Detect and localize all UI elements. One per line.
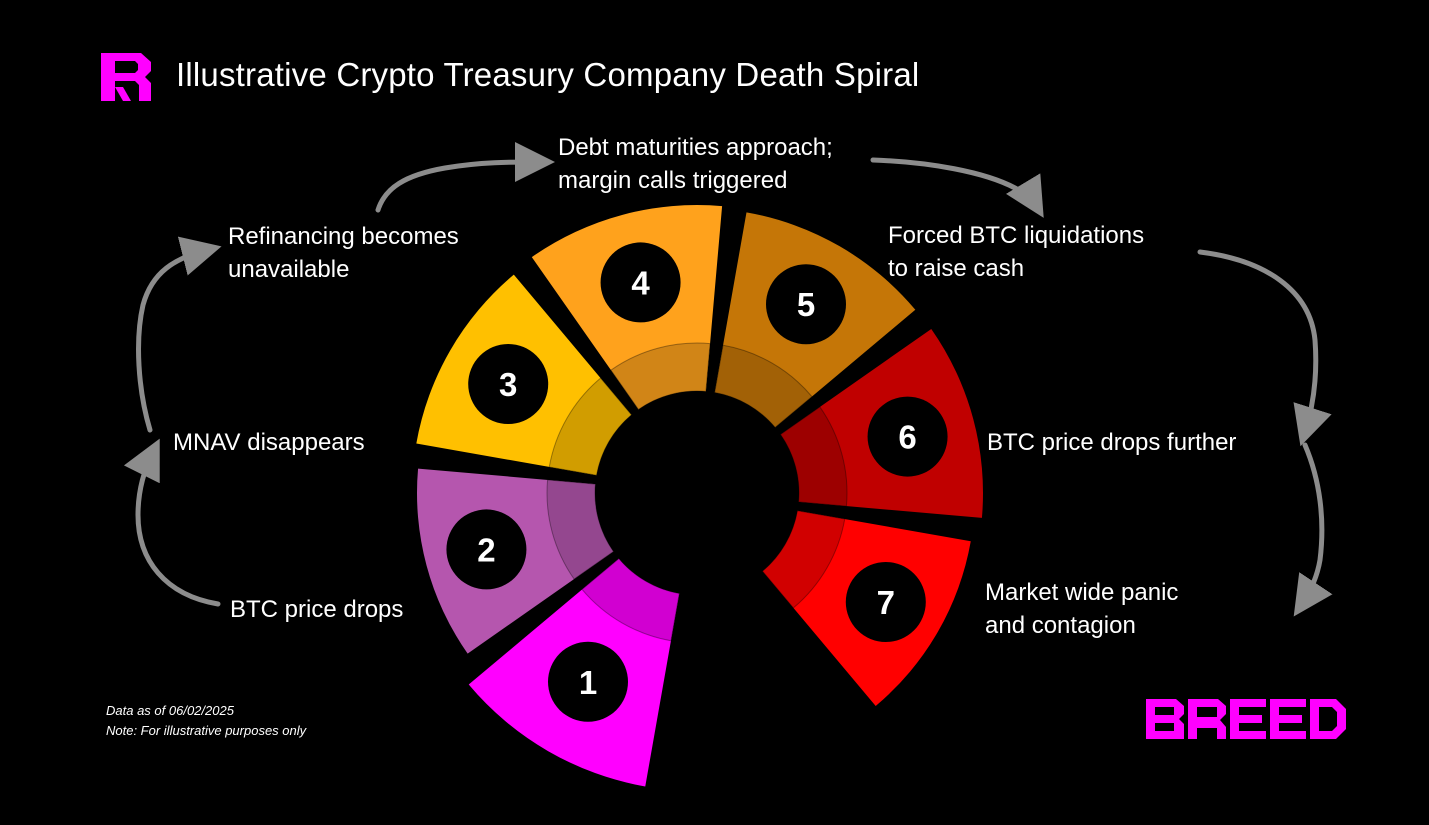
step-3-label: Refinancing becomes unavailable <box>228 223 459 283</box>
step-3-number: 3 <box>499 366 517 403</box>
step-6-badge: 6 <box>867 396 948 477</box>
step-6-number: 6 <box>898 419 916 456</box>
page-title: Illustrative Crypto Treasury Company Dea… <box>176 56 920 93</box>
step-2-label: MNAV disappears <box>173 429 365 456</box>
step-1-badge: 1 <box>548 641 628 722</box>
step-1-number: 1 <box>579 664 597 701</box>
step-2-number: 2 <box>477 531 495 568</box>
step-4-label: Debt maturities approach; margin calls t… <box>558 134 833 194</box>
step-7-label: Market wide panic and contagion <box>985 579 1179 639</box>
arrow-4-to-5 <box>870 157 1044 218</box>
step-4-badge: 4 <box>600 242 681 323</box>
breed-logo-icon <box>101 53 151 101</box>
arrow-1-to-2 <box>123 438 221 607</box>
step-3-badge: 3 <box>468 344 549 424</box>
step-6-label: BTC price drops further <box>987 429 1237 456</box>
step-1-label: BTC price drops <box>230 596 404 623</box>
arrow-5-to-6 <box>1197 249 1332 447</box>
step-5-label: Forced BTC liquidations to raise cash <box>888 222 1145 282</box>
data-date-note: Data as of 06/02/2025 <box>106 703 234 718</box>
breed-wordmark-logo <box>1146 699 1346 739</box>
step-5-badge: 5 <box>766 264 846 345</box>
step-5-number: 5 <box>797 286 815 323</box>
step-7-number: 7 <box>877 584 895 621</box>
step-4-number: 4 <box>631 264 650 301</box>
illustrative-note: Note: For illustrative purposes only <box>106 723 307 738</box>
diagram-center <box>595 391 799 595</box>
step-7-badge: 7 <box>845 562 926 642</box>
arrow-6-to-7 <box>1293 442 1333 617</box>
arrow-2-to-3 <box>136 236 222 433</box>
step-2-badge: 2 <box>446 509 527 590</box>
arrow-3-to-4 <box>375 142 555 213</box>
